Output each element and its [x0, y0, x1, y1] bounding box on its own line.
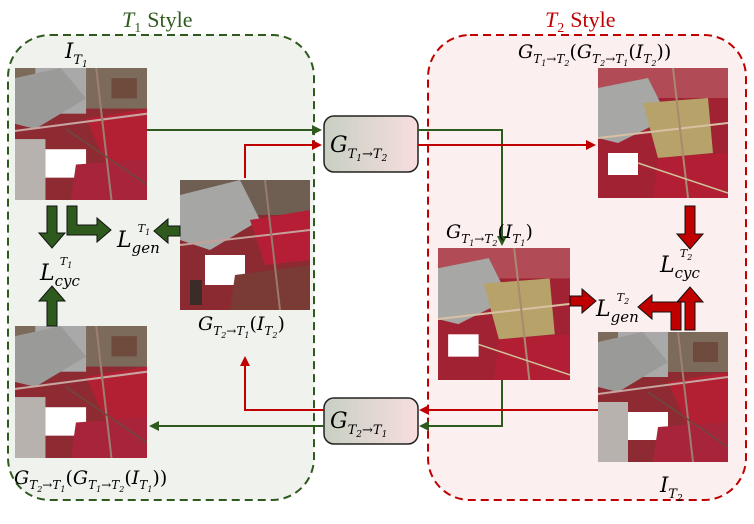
- loss-gen-t1: LgenT1: [116, 222, 160, 257]
- label-i-t1: IT1: [64, 39, 88, 70]
- block-arrow-t1cycle-to-cyc: [37, 285, 67, 327]
- generator-backward-box: [323, 397, 419, 445]
- block-arrow-t2-to-gen: [637, 293, 682, 331]
- block-arrow-t1-to-gen: [66, 205, 112, 244]
- block-arrow-t1-to-cyc: [37, 205, 67, 249]
- loss-gen-t2: LgenT2: [595, 291, 639, 326]
- block-arrow-t1t2-to-gen: [569, 287, 597, 315]
- label-t1-cycle: GT2→T1(GT1→T2(IT1)): [14, 467, 167, 494]
- block-arrow-t2cycle-to-cyc: [675, 205, 705, 250]
- arrow-gforward-to-t1t2: [418, 129, 507, 246]
- loss-cyc-t2: LcycT2: [659, 247, 700, 282]
- arrow-t1t2-to-gbackward: [419, 380, 503, 431]
- arrow-gbackward-to-t2t1: [240, 356, 324, 411]
- block-arrow-t2t1-to-gen: [153, 217, 181, 245]
- image-t2-to-t1: [180, 178, 310, 312]
- label-t2-cycle: GT1→T2(GT2→T1(IT2)): [518, 41, 671, 68]
- image-t1-cycle: [15, 326, 147, 458]
- arrow-t2t1-to-gforward: [244, 140, 322, 178]
- loss-cyc-t1: LcycT1: [39, 255, 80, 290]
- image-t2-cycle: [598, 66, 728, 200]
- image-t1-input: [15, 68, 147, 200]
- image-t2-input: [598, 330, 728, 464]
- label-g-t2t1-of-i-t2: GT2→T1(IT2): [198, 313, 285, 340]
- label-g-t1t2-of-i-t1: GT1→T2(IT1): [446, 221, 533, 248]
- block-arrow-t2-to-cyc: [675, 286, 705, 331]
- generator-backward-label: GT2→T1: [330, 409, 387, 440]
- label-i-t2: IT2: [659, 473, 683, 504]
- generator-forward-label: GT1→T2: [330, 133, 388, 164]
- image-t1-to-t2: [438, 248, 570, 380]
